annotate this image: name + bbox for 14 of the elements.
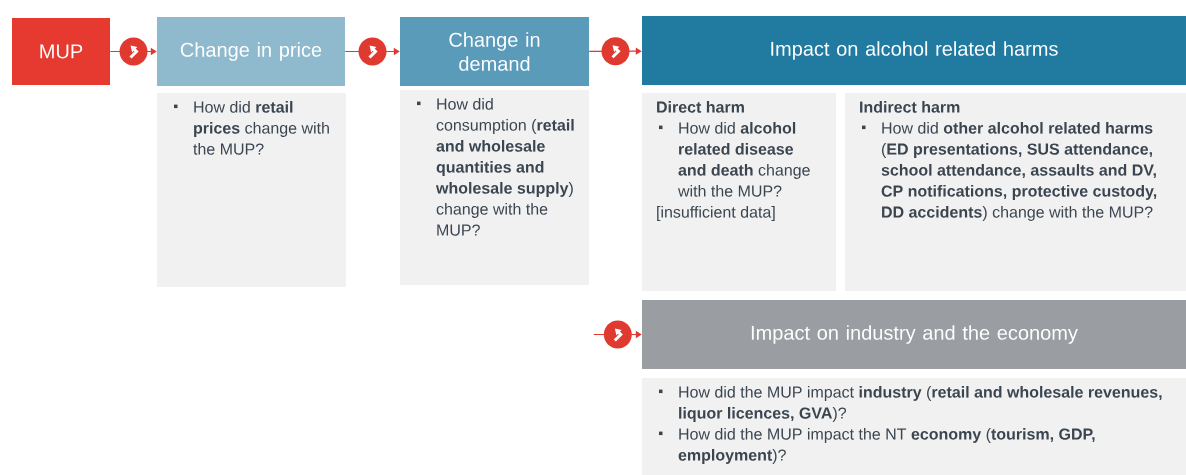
chevron-arrow (593, 320, 642, 349)
question-panel: How did retail prices change with the MUP? (157, 93, 346, 287)
question-panel: Indirect harm How did other alcohol related harms (ED presentations, SUS attendance, school attendance, assaults and DV, CP notifications, protective custody, DD accidents) change with the MUP? (845, 93, 1186, 291)
chevron-arrow (109, 37, 157, 66)
question-panel: How did the MUP impact industry (retail and wholesale revenues, liquor licences, GVA)? How did the MUP impact the NT economy (tourism, GDP, employment)? (642, 378, 1186, 475)
chevron-arrow (344, 37, 400, 66)
question-panel: How did consumption (retail and wholesale quantities and wholesale supply) change with the MUP? (400, 90, 589, 285)
header-box: Impact on industry and the economy (642, 300, 1186, 369)
header-box: MUP (12, 18, 110, 85)
header-box: Change in price (157, 17, 345, 86)
header-box: Change in demand (400, 17, 589, 86)
header-box: Impact on alcohol related harms (642, 16, 1186, 85)
question-panel: Direct harm How did alcohol related disease and death change with the MUP? [insufficient data] (642, 93, 836, 291)
chevron-arrow (588, 37, 642, 66)
